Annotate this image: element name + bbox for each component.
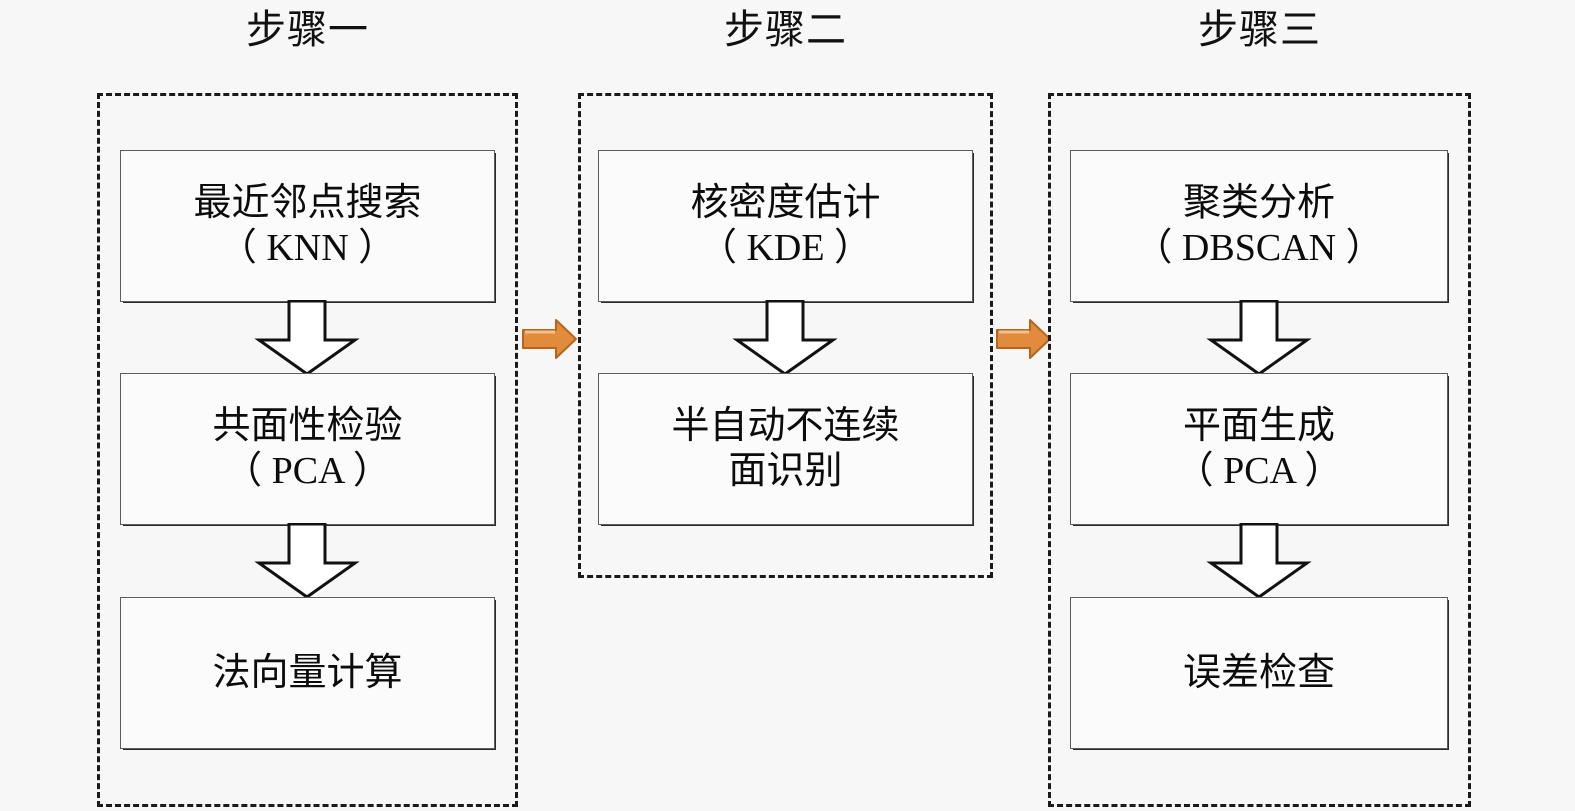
box-knn[interactable]: 最近邻点搜索 （ KNN ） bbox=[120, 150, 495, 302]
step-2-group bbox=[578, 93, 993, 578]
box-discontinuity-recognition[interactable]: 半自动不连续 面识别 bbox=[598, 373, 973, 525]
connector-step2-to-step3 bbox=[996, 318, 1052, 360]
step-1-title: 步骤一 bbox=[246, 7, 369, 52]
arrow-dbscan-to-plane bbox=[1204, 300, 1314, 376]
box-discontinuity-recognition-label: 半自动不连续 面识别 bbox=[671, 405, 900, 492]
arrow-pca-to-normal bbox=[252, 523, 362, 599]
box-knn-label: 最近邻点搜索 （ KNN ） bbox=[193, 182, 422, 269]
box-error-check-label: 误差检查 bbox=[1182, 651, 1335, 694]
connector-step1-to-step2 bbox=[522, 318, 578, 360]
step-3-title: 步骤三 bbox=[1198, 7, 1321, 52]
box-plane-generation-label: 平面生成 （ PCA ） bbox=[1175, 405, 1343, 492]
box-dbscan-label: 聚类分析 （ DBSCAN ） bbox=[1134, 182, 1384, 269]
box-normal-vector-label: 法向量计算 bbox=[212, 651, 403, 694]
box-dbscan[interactable]: 聚类分析 （ DBSCAN ） bbox=[1070, 150, 1448, 302]
step-1-group bbox=[97, 93, 518, 807]
box-error-check[interactable]: 误差检查 bbox=[1070, 597, 1448, 749]
arrow-kde-to-discontinuity bbox=[730, 300, 840, 376]
arrow-plane-to-error-check bbox=[1204, 523, 1314, 599]
arrow-knn-to-pca bbox=[252, 300, 362, 376]
box-plane-generation[interactable]: 平面生成 （ PCA ） bbox=[1070, 373, 1448, 525]
box-kde[interactable]: 核密度估计 （ KDE ） bbox=[598, 150, 973, 302]
box-kde-label: 核密度估计 （ KDE ） bbox=[690, 182, 881, 269]
box-normal-vector[interactable]: 法向量计算 bbox=[120, 597, 495, 749]
step-2-title: 步骤二 bbox=[724, 7, 847, 52]
box-coplanarity-pca[interactable]: 共面性检验 （ PCA ） bbox=[120, 373, 495, 525]
box-coplanarity-pca-label: 共面性检验 （ PCA ） bbox=[212, 405, 403, 492]
step-3-group bbox=[1048, 93, 1471, 807]
